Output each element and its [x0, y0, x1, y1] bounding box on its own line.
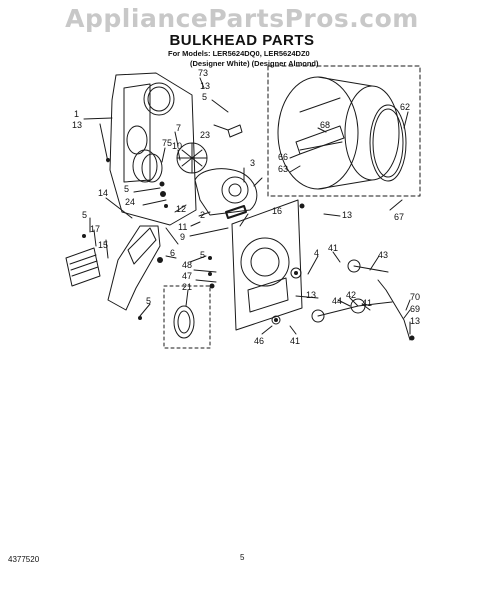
- models-line-2: (Designer White) (Designer Almond): [190, 59, 319, 68]
- callout-label: 73: [198, 68, 208, 78]
- callout-label: 62: [400, 102, 410, 112]
- callout-label: 17: [90, 224, 100, 234]
- thermostat-23: [227, 124, 243, 138]
- callout-label: 23: [200, 130, 210, 140]
- callout-label: 9: [180, 232, 185, 242]
- callout-label: 43: [378, 250, 388, 260]
- models-line-1: For Models: LER5624DQ0, LER5624DZ0: [168, 49, 310, 58]
- callout-label: 5: [146, 296, 151, 306]
- callout-label: 41: [290, 336, 300, 346]
- drum-front: [344, 85, 400, 181]
- callout-label: 41: [362, 298, 372, 308]
- drum-body: [317, 76, 373, 190]
- callout-label: 13: [410, 316, 420, 326]
- callout-label: 24: [125, 197, 135, 207]
- filter-16: [225, 205, 247, 219]
- callout-label: 47: [182, 271, 192, 281]
- seal-73: [143, 82, 175, 116]
- callout-label: 3: [250, 158, 255, 168]
- page-number: 5: [240, 553, 245, 562]
- lint-screen-15: [65, 247, 101, 287]
- rear-bulkhead: [109, 72, 197, 226]
- callout-label: 13: [342, 210, 352, 220]
- belt-box-21: [163, 285, 211, 349]
- callout-label: 16: [272, 206, 282, 216]
- callout-label: 67: [394, 212, 404, 222]
- callout-label: 2: [200, 210, 205, 220]
- model-info: For Models: LER5624DQ0, LER5624DZ0 (Desi…: [168, 49, 318, 69]
- drum-roller-41a: [347, 259, 361, 273]
- callout-label: 69: [410, 304, 420, 314]
- bearing-46: [271, 315, 281, 325]
- callout-label: 4: [314, 248, 319, 258]
- callout-label: 42: [346, 290, 356, 300]
- callout-label: 5: [202, 92, 207, 102]
- callout-label: 10: [172, 141, 182, 151]
- callout-label: 1: [74, 109, 79, 119]
- document-number: 4377520: [8, 555, 40, 564]
- drum-roller-41b: [311, 309, 325, 323]
- callout-label: 44: [332, 296, 342, 306]
- callout-label: 41: [328, 243, 338, 253]
- seal-7: [132, 149, 158, 183]
- callout-labels: 73 13 1 13 5 23 7 10 75 5 3 24 12 2 11 9…: [72, 68, 420, 346]
- idler-arm-70: [377, 279, 411, 341]
- front-panel-9: [231, 199, 303, 331]
- drum-dashed-box: [267, 65, 421, 197]
- drum-seal-62: [369, 104, 407, 182]
- callout-label: 13: [200, 81, 210, 91]
- callout-label: 15: [98, 240, 108, 250]
- callout-label: 7: [176, 123, 181, 133]
- callout-label: 5: [82, 210, 87, 220]
- heater-housing: [194, 168, 258, 216]
- callout-label: 66: [278, 152, 288, 162]
- callout-label: 12: [176, 204, 186, 214]
- callout-label: 13: [306, 290, 316, 300]
- callout-label: 14: [98, 188, 108, 198]
- callout-label: 68: [320, 120, 330, 130]
- callout-label: 6: [170, 248, 175, 258]
- callout-label: 21: [182, 282, 192, 292]
- callout-label: 46: [254, 336, 264, 346]
- callout-label: 48: [182, 260, 192, 270]
- callout-label: 5: [200, 250, 205, 260]
- callout-label: 13: [72, 120, 82, 130]
- callout-label: 11: [178, 222, 187, 232]
- callout-label: 75: [162, 138, 172, 148]
- lint-duct-14: [107, 225, 161, 311]
- page-title: BULKHEAD PARTS: [169, 32, 315, 49]
- callout-label: 63: [278, 164, 288, 174]
- callout-label: 5: [124, 184, 129, 194]
- watermark-text: AppliancePartsPros.com: [65, 4, 419, 33]
- callout-label: 70: [410, 292, 420, 302]
